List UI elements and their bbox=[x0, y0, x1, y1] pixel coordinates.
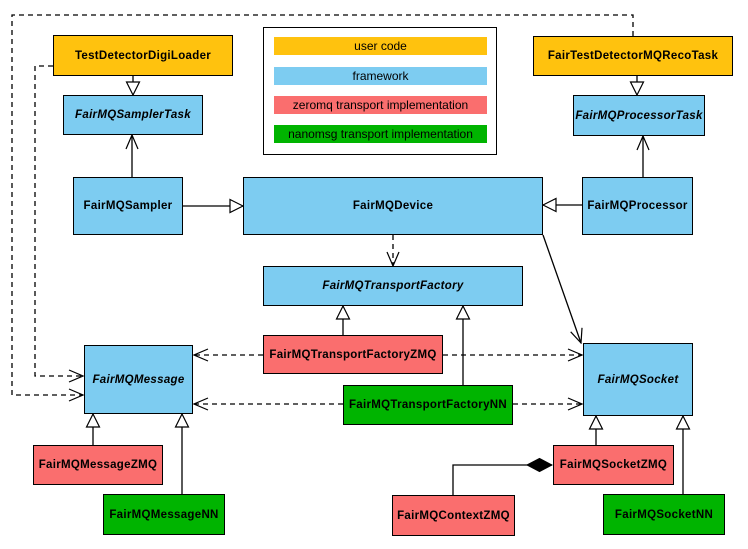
node-fairmqsocket: FairMQSocket bbox=[583, 343, 693, 416]
inheritance-connectors bbox=[93, 76, 683, 494]
node-fairmqmessagenn: FairMQMessageNN bbox=[103, 494, 225, 535]
legend-label: framework bbox=[352, 69, 409, 83]
legend-label: nanomsg transport implementation bbox=[288, 127, 473, 141]
node-fairmqsamplertask: FairMQSamplerTask bbox=[63, 95, 203, 135]
node-fairmqsampler: FairMQSampler bbox=[73, 177, 183, 235]
composition-connector bbox=[452, 465, 552, 495]
node-fairmqsocketzmq: FairMQSocketZMQ bbox=[553, 445, 674, 485]
node-testdetectordigiloader: TestDetectorDigiLoader bbox=[53, 35, 233, 76]
edge-fairtestdetectormqrecotask-depends-fairmqmessage bbox=[11, 14, 634, 395]
legend-item-framework: framework bbox=[274, 67, 487, 85]
node-fairmqtransportfactoryzmq: FairMQTransportFactoryZMQ bbox=[263, 335, 443, 374]
edge-testdetectordigiloader-depends-fairmqmessage bbox=[34, 65, 83, 376]
node-fairmqsocketnn: FairMQSocketNN bbox=[603, 494, 725, 535]
node-fairtestdetectormqrecotask: FairTestDetectorMQRecoTask bbox=[533, 36, 733, 76]
legend-item-nanomsg: nanomsg transport implementation bbox=[274, 125, 487, 143]
node-fairmqmessagezmq: FairMQMessageZMQ bbox=[33, 445, 163, 485]
association-connectors bbox=[132, 135, 643, 343]
node-fairmqprocessor: FairMQProcessor bbox=[582, 177, 693, 235]
edge-fairmqdevice-uses-fairmqsocket bbox=[542, 234, 581, 343]
legend-label: user code bbox=[354, 39, 407, 53]
legend-label: zeromq transport implementation bbox=[292, 98, 469, 112]
edge-fairmqcontextzmq-composedin-fairmqsocketzmq bbox=[452, 465, 552, 495]
node-fairmqcontextzmq: FairMQContextZMQ bbox=[392, 495, 515, 536]
node-fairmqdevice: FairMQDevice bbox=[243, 177, 543, 235]
legend-item-zeromq: zeromq transport implementation bbox=[274, 96, 487, 114]
node-fairmqtransportfactory: FairMQTransportFactory bbox=[263, 266, 523, 306]
legend-item-user-code: user code bbox=[274, 37, 487, 55]
node-fairmqprocessortask: FairMQProcessorTask bbox=[573, 95, 705, 136]
node-fairmqmessage: FairMQMessage bbox=[84, 345, 193, 414]
legend-box: user code framework zeromq transport imp… bbox=[263, 27, 497, 155]
dependency-connectors bbox=[11, 14, 634, 404]
node-fairmqtransportfactorynn: FairMQTransportFactoryNN bbox=[343, 385, 513, 425]
